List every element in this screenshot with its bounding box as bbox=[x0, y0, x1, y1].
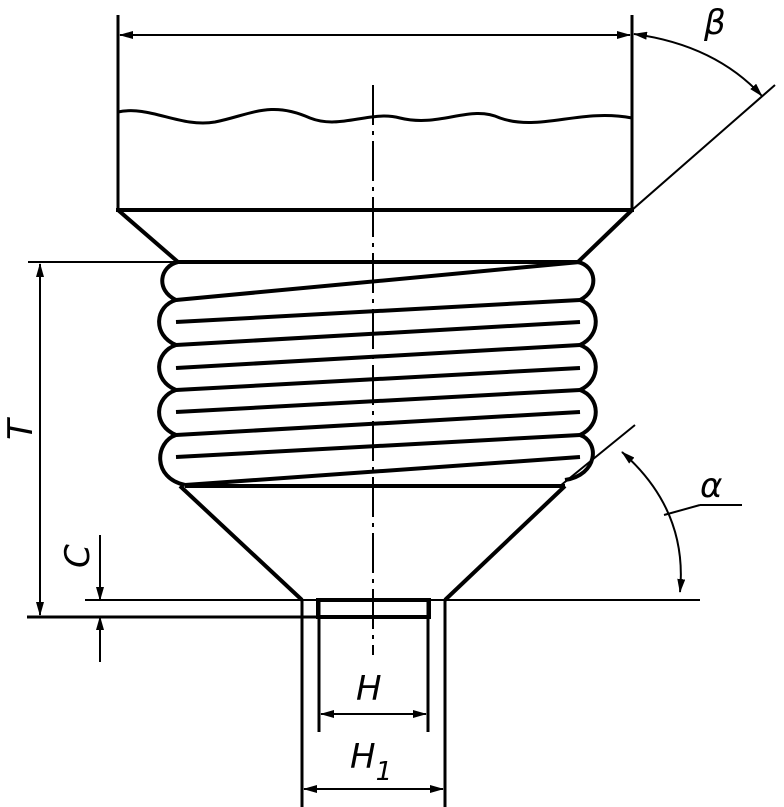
c-label: C bbox=[58, 544, 98, 568]
top-body bbox=[116, 15, 634, 264]
thread bbox=[157, 260, 598, 488]
h-label: H bbox=[356, 669, 382, 709]
bottom-cone bbox=[178, 484, 567, 602]
h1-label: H1 bbox=[350, 737, 392, 787]
alpha-angle-dimension bbox=[85, 424, 742, 601]
beta-angle-dimension bbox=[631, 31, 776, 211]
t-label: T bbox=[1, 417, 41, 440]
beta-label: β bbox=[703, 3, 726, 43]
alpha-label: α bbox=[700, 466, 722, 506]
h1-label-subscript: 1 bbox=[376, 757, 393, 787]
h1-label-main: H bbox=[350, 737, 376, 777]
t-dimension bbox=[27, 261, 318, 619]
